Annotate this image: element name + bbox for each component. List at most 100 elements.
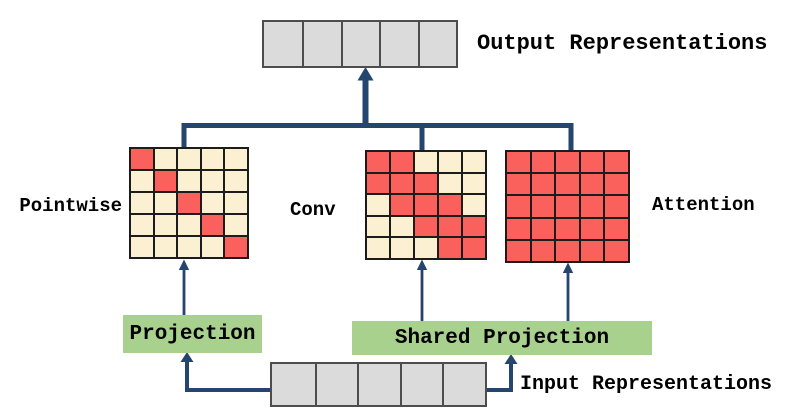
matrix-cell [130, 192, 154, 214]
matrix-cell [177, 192, 201, 214]
matrix-cell [390, 151, 414, 173]
output-representations-label: Output Representations [477, 31, 768, 56]
matrix-cell [153, 192, 178, 214]
matrix-cell [200, 192, 225, 214]
projection-label: Projection [129, 322, 256, 346]
shared-to-conv-arrow [416, 259, 428, 321]
matrix-cell [414, 237, 438, 259]
matrix-cell [366, 237, 390, 259]
output-representations-row [262, 20, 458, 68]
matrix-cell [604, 239, 629, 262]
output-arrow [357, 67, 374, 128]
matrix-cell [555, 195, 580, 218]
matrix-cell [414, 194, 438, 216]
matrix-cell [579, 151, 605, 174]
matrix-cell [177, 148, 201, 170]
matrix-cell [414, 172, 438, 195]
matrix-cell [462, 151, 486, 173]
matrix-cell [506, 173, 531, 196]
matrix-cell [462, 172, 486, 195]
matrix-cell [462, 237, 486, 259]
pointwise-matrix [129, 147, 249, 259]
vector-cell [272, 364, 315, 405]
matrix-cell [366, 172, 390, 195]
matrix-cell [224, 236, 248, 258]
input-representations-row [270, 362, 487, 407]
matrix-cell [153, 148, 178, 170]
conv-matrix [365, 150, 487, 260]
pointwise-label: Pointwise [19, 195, 122, 217]
vector-cell [357, 364, 400, 405]
vector-cell [399, 364, 443, 405]
vector-cell [340, 22, 379, 66]
matrix-cell [506, 217, 531, 240]
matrix-cell [200, 214, 225, 236]
matrix-cell [224, 192, 248, 214]
matrix-cell [366, 215, 390, 238]
attention-label: Attention [652, 194, 755, 216]
matrix-cell [177, 170, 201, 192]
matrix-cell [604, 217, 629, 240]
matrix-cell [530, 195, 556, 218]
matrix-cell [555, 217, 580, 240]
matrix-cell [604, 151, 629, 174]
matrix-cell [555, 151, 580, 174]
matrix-cell [390, 237, 414, 259]
matrix-cell [200, 148, 225, 170]
matrix-cell [414, 151, 438, 173]
matrix-cell [366, 151, 390, 173]
matrix-cell [506, 239, 531, 262]
conv-label: Conv [290, 199, 336, 221]
vector-cell [417, 22, 456, 66]
matrix-cell [438, 172, 462, 195]
shared-to-attention-arrow [562, 262, 574, 321]
matrix-cell [130, 214, 154, 236]
attention-matrix [505, 150, 630, 263]
matrix-cell [579, 239, 605, 262]
matrix-cell [438, 237, 462, 259]
matrix-cell [177, 236, 201, 258]
matrix-cell [438, 194, 462, 216]
vector-cell [302, 22, 340, 66]
matrix-cell [579, 217, 605, 240]
matrix-cell [506, 151, 531, 174]
matrix-cell [366, 194, 390, 216]
matrix-cell [200, 236, 225, 258]
projection-to-pointwise-arrow [178, 259, 190, 315]
matrix-cell [200, 170, 225, 192]
matrix-cell [530, 239, 556, 262]
input-to-projection-arrow [180, 352, 270, 392]
matrix-cell [506, 195, 531, 218]
matrix-cell [390, 172, 414, 195]
matrix-cell [224, 214, 248, 236]
matrix-cell [153, 170, 178, 192]
matrix-cell [604, 195, 629, 218]
shared-projection-box: Shared Projection [352, 321, 652, 355]
matrix-cell [224, 170, 248, 192]
matrix-cell [130, 236, 154, 258]
matrix-cell [390, 215, 414, 238]
matrix-cell [438, 215, 462, 238]
matrix-cell [530, 173, 556, 196]
matrix-cell [555, 239, 580, 262]
vector-cell [264, 22, 302, 66]
matrix-cell [462, 194, 486, 216]
vector-cell [379, 22, 417, 66]
vector-cell [314, 364, 358, 405]
matrix-cell [579, 173, 605, 196]
vector-cell [442, 364, 485, 405]
matrix-cell [462, 215, 486, 238]
matrix-cell [390, 194, 414, 216]
matrix-cell [604, 173, 629, 196]
input-representations-label: Input Representations [520, 373, 773, 396]
matrix-cell [130, 148, 154, 170]
matrix-cell [530, 217, 556, 240]
matrix-cell [414, 215, 438, 238]
input-to-shared-projection-arrow [487, 354, 518, 392]
matrix-cell [438, 151, 462, 173]
matrix-cell [555, 173, 580, 196]
matrix-cell [153, 236, 178, 258]
matrix-cell [224, 148, 248, 170]
matrix-cell [579, 195, 605, 218]
